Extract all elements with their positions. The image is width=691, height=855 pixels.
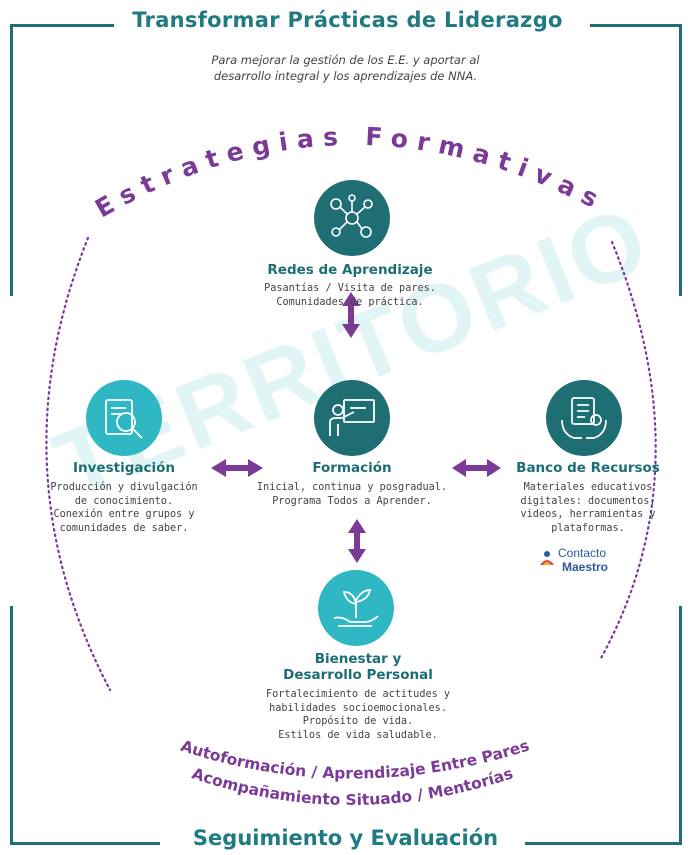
formacion-icon-circle	[314, 380, 390, 456]
bienestar-desc-4: Estilos de vida saludable.	[278, 729, 438, 741]
arrow-formacion-banco	[452, 459, 501, 477]
arrow-formacion-bienestar	[348, 519, 366, 563]
formacion-desc: Inicial, continua y posgradual. Programa…	[244, 481, 460, 508]
plant-hand-icon	[333, 589, 379, 627]
banco-desc-4: plataformas.	[551, 522, 625, 534]
subtitle-line-1: Para mejorar la gestión de los E.E. y ap…	[211, 53, 480, 67]
arrow-redes-formacion	[342, 292, 360, 338]
bienestar-icon-circle	[318, 570, 394, 646]
investigacion-desc-3: Conexión entre grupos y	[53, 509, 195, 520]
formacion-desc-1: Inicial, continua y posgradual.	[256, 482, 448, 493]
frame-bottom-right	[525, 842, 682, 845]
frame-left-lower	[10, 606, 13, 844]
subtitle: Para mejorar la gestión de los E.E. y ap…	[140, 52, 551, 84]
formacion-desc-2: Programa Todos a Aprender.	[272, 495, 432, 507]
frame-bottom-left	[10, 842, 160, 845]
subtitle-line-2: desarrollo integral y los aprendizajes d…	[213, 69, 478, 83]
redes-desc: Pasantías / Visita de pares. Comunidades…	[230, 282, 470, 309]
banco-desc-1: Materiales educativos	[523, 482, 653, 493]
teacher-board-icon	[329, 399, 375, 436]
person-logo-icon	[540, 551, 554, 565]
bienestar-title-1: Bienestar y	[314, 651, 402, 667]
checklist-hands-icon	[561, 397, 607, 439]
redes-desc-1: Pasantías / Visita de pares.	[264, 283, 436, 294]
frame-right-lower	[679, 606, 682, 844]
arrow-investigacion-formacion	[211, 459, 263, 477]
banco-desc-3: videos, herramientas y	[520, 509, 656, 520]
left-dotted-arc	[45, 236, 112, 692]
frame-top-left	[10, 24, 114, 27]
redes-desc-2: Comunidades de práctica.	[276, 296, 424, 308]
banco-desc: Materiales educativos digitales: documen…	[502, 481, 674, 535]
investigacion-desc-4: comunidades de saber.	[59, 522, 189, 534]
investigacion-icon-circle	[86, 380, 162, 456]
logo-text-line-1: Contacto	[558, 546, 607, 560]
bienestar-title-2: Desarrollo Personal	[283, 667, 433, 683]
bienestar-desc: Fortalecimiento de actitudes y habilidad…	[236, 688, 480, 742]
logo-text-line-2: Maestro	[562, 560, 609, 574]
redes-icon-circle	[314, 180, 390, 256]
banco-icon-circle	[546, 380, 622, 456]
redes-title: Redes de Aprendizaje	[267, 262, 433, 278]
frame-left-upper	[10, 24, 13, 296]
right-dotted-arc	[598, 240, 657, 662]
banco-desc-2: digitales: documentos,	[520, 495, 656, 507]
investigacion-title: Investigación	[73, 460, 175, 476]
bienestar-desc-1: Fortalecimiento de actitudes y	[265, 689, 450, 700]
investigacion-desc-1: Producción y divulgación	[50, 482, 198, 493]
formacion-title: Formación	[312, 460, 392, 476]
investigacion-desc: Producción y divulgación de conocimiento…	[32, 481, 216, 535]
frame-top-right	[590, 24, 682, 27]
bienestar-desc-2: habilidades socioemocionales.	[269, 702, 447, 714]
bienestar-title: Bienestar y Desarrollo Personal	[240, 651, 476, 683]
magnifier-document-icon	[105, 399, 143, 439]
contacto-maestro-logo: Contacto Maestro	[538, 546, 638, 576]
banco-title: Banco de Recursos	[516, 460, 660, 476]
investigacion-desc-2: de conocimiento.	[74, 495, 174, 507]
footer-title: Seguimiento y Evaluación	[192, 826, 499, 850]
main-title: Transformar Prácticas de Liderazgo	[132, 8, 563, 32]
bienestar-desc-3: Propósito de vida.	[302, 716, 414, 727]
network-icon	[330, 194, 373, 238]
frame-right-upper	[679, 24, 682, 296]
